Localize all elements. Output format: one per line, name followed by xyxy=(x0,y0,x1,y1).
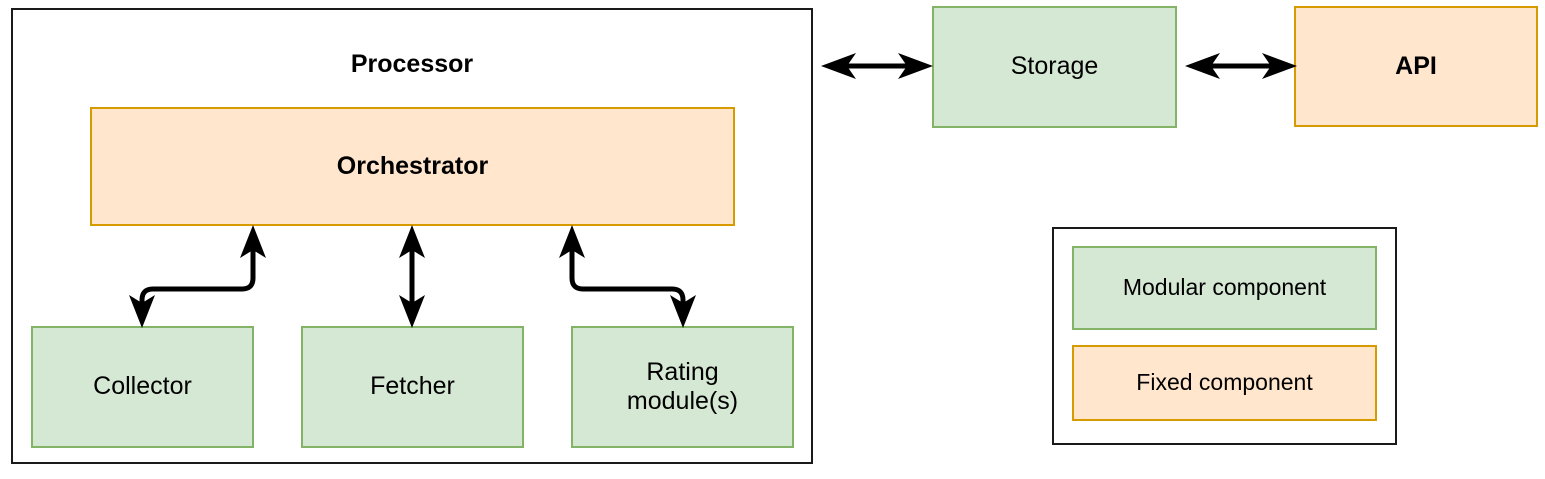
orchestrator-box[interactable]: Orchestrator xyxy=(90,107,735,226)
rating-module-label-line1: Rating xyxy=(646,357,719,386)
api-box[interactable]: API xyxy=(1294,6,1538,127)
collector-label: Collector xyxy=(93,372,192,401)
arrowhead-left-processor xyxy=(821,53,856,79)
connector-storage-api xyxy=(1185,53,1297,79)
storage-box[interactable]: Storage xyxy=(932,6,1177,128)
connector-processor-storage xyxy=(821,53,933,79)
orchestrator-label: Orchestrator xyxy=(336,151,489,180)
rating-module-label-line2: module(s) xyxy=(626,387,739,415)
legend-modular-label: Modular component xyxy=(1122,274,1327,301)
arrowhead-right-api xyxy=(1262,53,1297,79)
legend-item-modular: Modular component xyxy=(1072,246,1377,330)
fetcher-label: Fetcher xyxy=(370,372,455,401)
storage-label: Storage xyxy=(1010,52,1099,81)
rating-module-label: Rating module(s) xyxy=(627,358,738,417)
collector-box[interactable]: Collector xyxy=(31,326,254,448)
processor-title: Processor xyxy=(350,50,474,78)
fetcher-box[interactable]: Fetcher xyxy=(301,326,524,448)
legend-item-fixed: Fixed component xyxy=(1072,345,1377,421)
arrowhead-left-storage xyxy=(1185,53,1220,79)
legend-fixed-label: Fixed component xyxy=(1136,369,1313,396)
api-label: API xyxy=(1395,51,1437,80)
arrowhead-right-storage xyxy=(898,53,933,79)
rating-module-box[interactable]: Rating module(s) xyxy=(571,326,794,448)
